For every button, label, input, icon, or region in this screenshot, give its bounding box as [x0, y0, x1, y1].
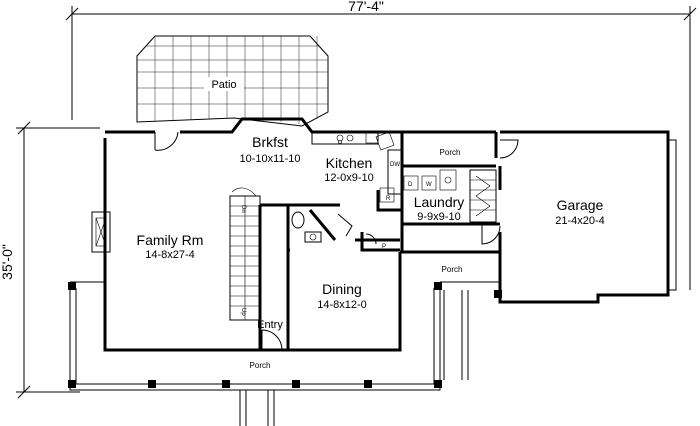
- porch-bottom-label: Porch: [250, 361, 271, 370]
- dining-size: 14-8x12-0: [317, 299, 367, 311]
- garage-opening: [668, 139, 677, 291]
- width-dimension-label: 77'-4": [348, 0, 384, 14]
- family-room-size: 14-8x27-4: [145, 249, 195, 261]
- porch-mid-label: Porch: [442, 265, 463, 274]
- laundry-appliances: D W: [403, 169, 457, 191]
- depth-dimension-label: 35'-0": [0, 244, 15, 280]
- stair-up-label: Up: [240, 308, 246, 316]
- pantry: P: [365, 233, 386, 250]
- refrigerator-label: R: [386, 196, 391, 202]
- breakfast-label: Brkfst: [252, 134, 288, 150]
- fireplace: [91, 211, 111, 253]
- width-dimension: 77'-4": [65, 0, 697, 290]
- patio: Patio: [136, 35, 329, 127]
- garage-steps: [469, 169, 497, 223]
- pantry-label: P: [382, 244, 386, 250]
- half-bath: [291, 211, 322, 243]
- front-porch: [68, 281, 442, 426]
- depth-dimension: 35'-0": [0, 121, 100, 399]
- washer-label: W: [426, 182, 432, 188]
- stairs: Dn Up: [229, 187, 261, 321]
- laundry-size: 9-9x9-10: [417, 211, 460, 223]
- exterior-walls: [103, 117, 670, 352]
- garage-label: Garage: [557, 197, 604, 213]
- laundry-doors: [337, 139, 519, 245]
- garage-size: 21-4x20-4: [555, 215, 605, 227]
- entry-label: Entry: [257, 319, 283, 331]
- dishwasher-label: DW: [390, 162, 400, 168]
- side-porch: [440, 281, 502, 380]
- kitchen-counters: DW R: [311, 131, 403, 203]
- family-room-label: Family Rm: [137, 232, 204, 248]
- kitchen-label: Kitchen: [326, 155, 373, 171]
- laundry-label: Laundry: [414, 194, 465, 210]
- kitchen-size: 12-0x9-10: [324, 172, 374, 184]
- patio-label: Patio: [211, 79, 236, 91]
- breakfast-size: 10-10x11-10: [240, 153, 301, 165]
- patio-door: [154, 131, 179, 151]
- stair-down-label: Dn: [240, 205, 246, 213]
- porch-top-label: Porch: [440, 148, 461, 157]
- dining-label: Dining: [322, 281, 362, 297]
- dryer-label: D: [408, 182, 413, 188]
- entry-door: [261, 329, 283, 351]
